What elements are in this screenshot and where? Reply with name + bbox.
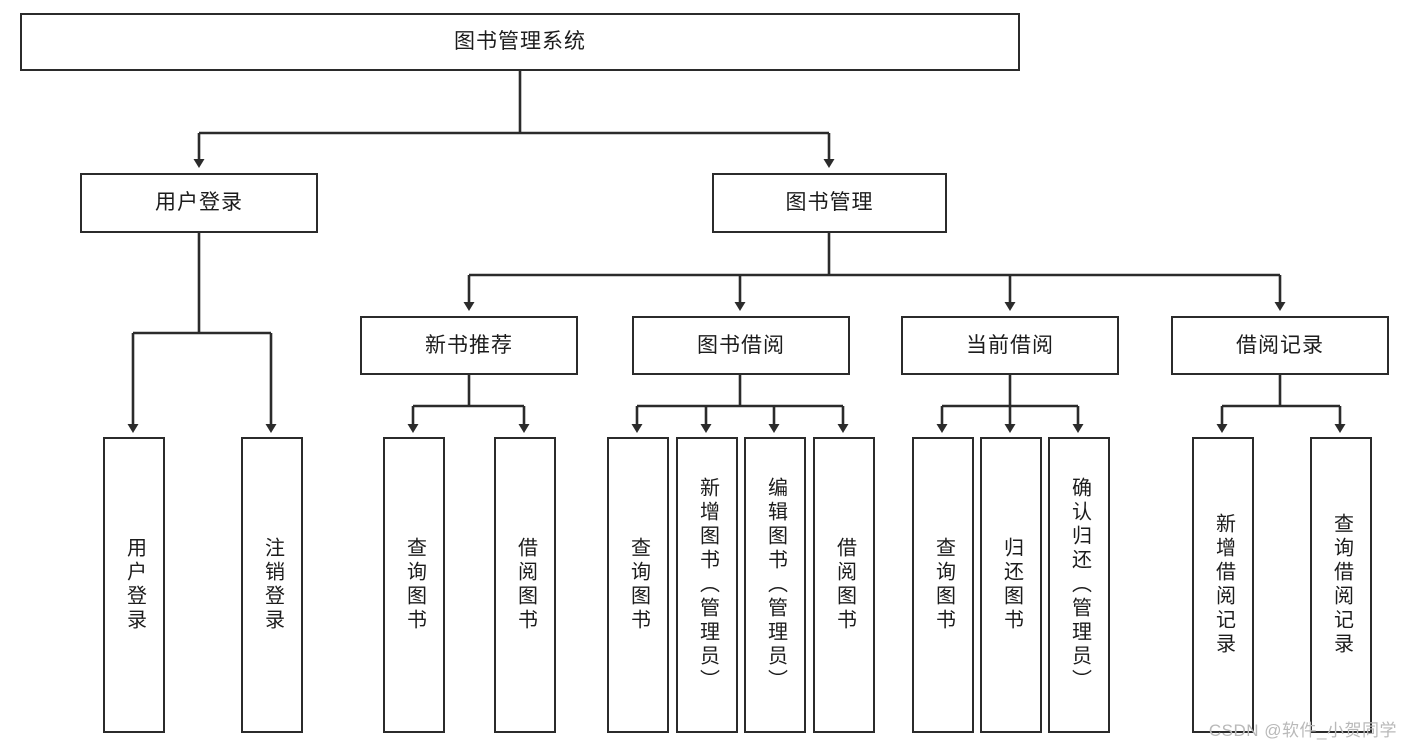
node-borrow-record-label: 借阅记录 <box>1236 333 1324 357</box>
leaf-borrow-book-recommend-label: 借阅图书 <box>514 537 537 633</box>
leaf-logout[interactable]: 注销登录 <box>241 437 303 733</box>
node-user-login-label: 用户登录 <box>155 191 243 215</box>
leaf-edit-book-admin[interactable]: 编辑图书（管理员） <box>744 437 806 733</box>
node-book-management[interactable]: 图书管理 <box>712 173 947 233</box>
node-book-borrow-label: 图书借阅 <box>697 333 785 357</box>
leaf-return-book-label: 归还图书 <box>1000 537 1023 633</box>
leaf-borrow-book[interactable]: 借阅图书 <box>813 437 875 733</box>
node-user-login[interactable]: 用户登录 <box>80 173 318 233</box>
leaf-confirm-return-admin[interactable]: 确认归还（管理员） <box>1048 437 1110 733</box>
leaf-query-book-current-label: 查询图书 <box>932 537 955 633</box>
leaf-query-borrow-record[interactable]: 查询借阅记录 <box>1310 437 1372 733</box>
leaf-user-login[interactable]: 用户登录 <box>103 437 165 733</box>
leaf-edit-book-admin-label: 编辑图书（管理员） <box>764 477 787 693</box>
node-current-borrow[interactable]: 当前借阅 <box>901 316 1119 375</box>
leaf-query-book-recommend[interactable]: 查询图书 <box>383 437 445 733</box>
node-new-book-recommend-label: 新书推荐 <box>425 333 513 357</box>
leaf-query-borrow-record-label: 查询借阅记录 <box>1330 513 1353 657</box>
leaf-borrow-book-recommend[interactable]: 借阅图书 <box>494 437 556 733</box>
leaf-logout-label: 注销登录 <box>261 537 284 633</box>
leaf-query-book-current[interactable]: 查询图书 <box>912 437 974 733</box>
watermark: CSDN @软件_小贺同学 <box>1208 721 1397 740</box>
leaf-query-book-borrow-label: 查询图书 <box>627 537 650 633</box>
leaf-add-book-admin[interactable]: 新增图书（管理员） <box>676 437 738 733</box>
node-new-book-recommend[interactable]: 新书推荐 <box>360 316 578 375</box>
leaf-user-login-label: 用户登录 <box>123 537 146 633</box>
node-root-label: 图书管理系统 <box>454 30 586 54</box>
node-current-borrow-label: 当前借阅 <box>966 333 1054 357</box>
leaf-query-book-borrow[interactable]: 查询图书 <box>607 437 669 733</box>
node-borrow-record[interactable]: 借阅记录 <box>1171 316 1389 375</box>
node-root[interactable]: 图书管理系统 <box>20 13 1020 71</box>
leaf-add-book-admin-label: 新增图书（管理员） <box>696 477 719 693</box>
leaf-add-borrow-record-label: 新增借阅记录 <box>1212 513 1235 657</box>
node-book-borrow[interactable]: 图书借阅 <box>632 316 850 375</box>
node-book-management-label: 图书管理 <box>785 191 874 215</box>
leaf-query-book-recommend-label: 查询图书 <box>403 537 426 633</box>
leaf-add-borrow-record[interactable]: 新增借阅记录 <box>1192 437 1254 733</box>
leaf-return-book[interactable]: 归还图书 <box>980 437 1042 733</box>
leaf-borrow-book-label: 借阅图书 <box>833 537 856 633</box>
leaf-confirm-return-admin-label: 确认归还（管理员） <box>1068 477 1091 693</box>
